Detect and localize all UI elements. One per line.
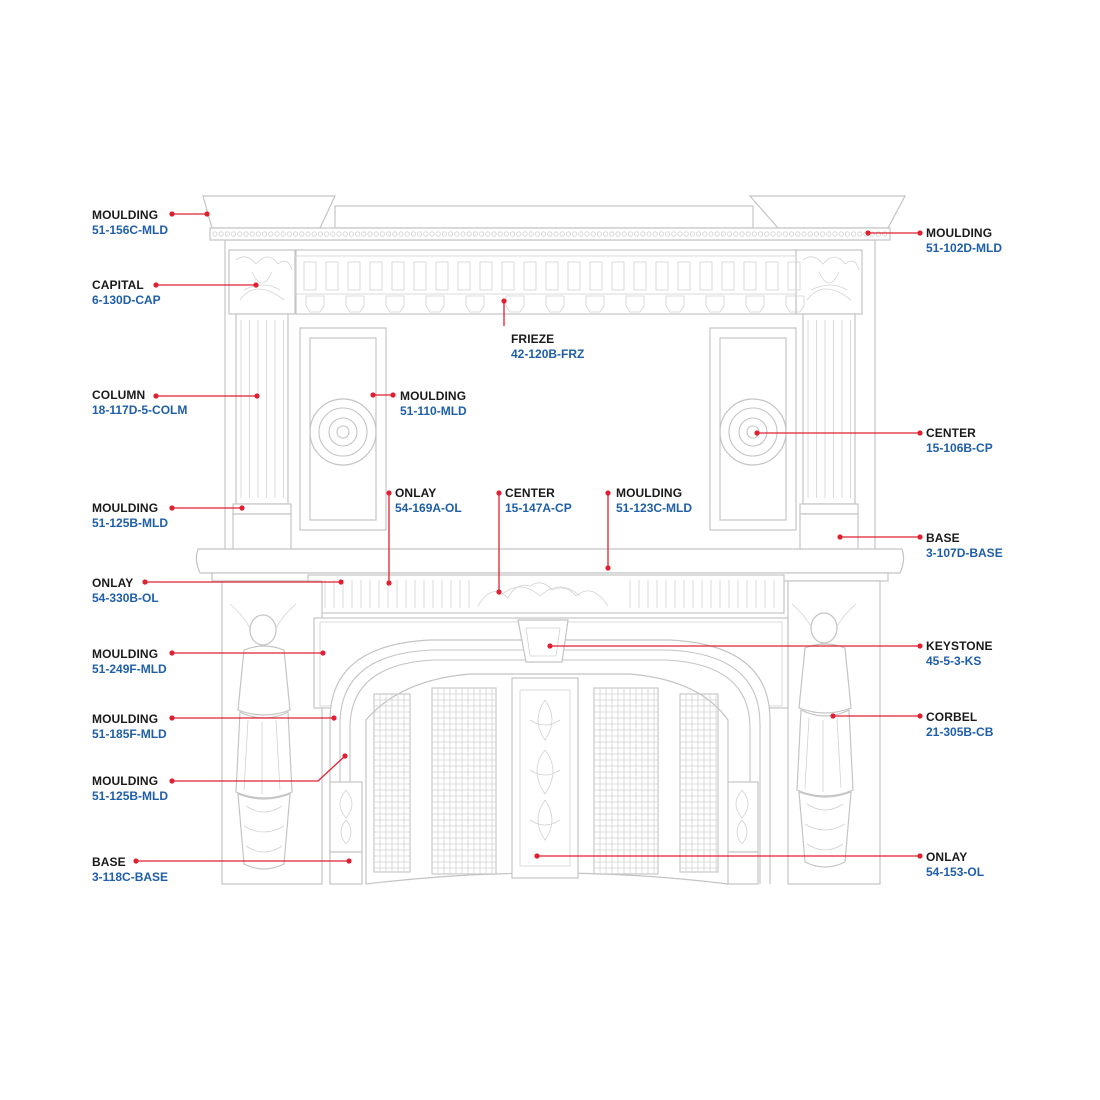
capital-right-drawing [795,249,863,315]
callout-corbel: CORBEL 21-305B-CB [926,710,993,740]
screen-center-onlay-drawing [529,699,561,841]
callout-moulding-column-band: MOULDING 51-125B-MLD [92,501,168,531]
callout-moulding-shelf: MOULDING 51-123C-MLD [616,486,692,516]
callout-center-panel: CENTER 15-106B-CP [926,426,993,456]
caryatid-left-drawing [229,603,297,870]
part-name: CORBEL [926,710,978,724]
callout-base-left: BASE 3-118C-BASE [92,855,168,885]
part-name: MOULDING [926,226,993,240]
part-code: 51-185F-MLD [92,727,167,741]
part-code: 3-118C-BASE [92,870,169,884]
callout-moulding-panel: MOULDING 51-110-MLD [400,389,467,419]
part-name: ONLAY [395,486,437,500]
part-name: KEYSTONE [926,639,993,653]
callout-moulding-arch-inner: MOULDING 51-125B-MLD [92,774,168,804]
part-code: 51-125B-MLD [92,516,169,530]
crown-bead-row [212,231,888,237]
leader-lines [133,211,923,864]
part-code: 21-305B-CB [926,725,994,739]
part-code: 51-125B-MLD [92,789,169,803]
fire-screen-grids [373,687,719,875]
part-code: 51-249F-MLD [92,662,167,676]
overmantel [202,195,906,551]
part-name: BASE [926,531,960,545]
part-name: MOULDING [92,647,159,661]
part-name: FRIEZE [511,332,555,346]
keystone-drawing [517,619,569,663]
crown-moulding-left-drawing [202,195,336,229]
part-code: 45-5-3-KS [926,654,982,668]
part-name: COLUMN [92,388,146,402]
callout-center-shelf: CENTER 15-147A-CP [505,486,572,516]
base-left-drawing [329,851,363,885]
part-name: MOULDING [616,486,683,500]
part-code: 15-147A-CP [505,501,572,515]
callout-moulding-arch-frame: MOULDING 51-249F-MLD [92,647,167,677]
part-name: ONLAY [92,576,134,590]
part-code: 51-156C-MLD [92,223,169,237]
callout-frieze: FRIEZE 42-120B-FRZ [511,332,584,362]
capital-left-drawing [228,249,296,315]
fireplace-surround [221,580,881,885]
part-code: 51-123C-MLD [616,501,693,515]
callout-keystone: KEYSTONE 45-5-3-KS [926,639,993,669]
part-name: CENTER [926,426,976,440]
part-name: CAPITAL [92,278,144,292]
column-right-drawing [802,313,856,505]
part-code: 18-117D-5-COLM [92,403,188,417]
crown-moulding-right-drawing [748,195,906,229]
part-name: MOULDING [92,208,159,222]
part-code: 3-107D-BASE [926,546,1003,560]
frieze-dentils [305,295,805,313]
part-code: 51-102D-MLD [926,241,1003,255]
frieze-flutes [303,261,801,291]
part-name: MOULDING [92,774,159,788]
part-code: 51-110-MLD [400,404,467,418]
part-code: 54-330B-OL [92,591,159,605]
part-code: 42-120B-FRZ [511,347,585,361]
part-name: BASE [92,855,126,869]
part-name: MOULDING [92,712,159,726]
callout-base-right: BASE 3-107D-BASE [926,531,1003,561]
caryatid-right-drawing [791,603,857,868]
screen-center-panel [511,677,579,879]
part-name: MOULDING [92,501,159,515]
part-name: MOULDING [400,389,467,403]
part-name: CENTER [505,486,555,500]
part-code: 6-130D-CAP [92,293,161,307]
part-code: 15-106B-CP [926,441,993,455]
callout-capital: CAPITAL 6-130D-CAP [92,278,161,308]
base-right-drawing [799,513,859,551]
callout-moulding-crown-right: MOULDING 51-102D-MLD [926,226,1002,256]
part-code: 54-153-OL [926,865,985,879]
callout-onlay-screen: ONLAY 54-153-OL [926,850,984,880]
callout-onlay-shelf: ONLAY 54-169A-OL [395,486,462,516]
part-code: 54-169A-OL [395,501,462,515]
callout-onlay-left: ONLAY 54-330B-OL [92,576,159,606]
callout-moulding-arch-outer: MOULDING 51-185F-MLD [92,712,167,742]
shelf-center-onlay-drawing [477,582,609,607]
callout-column: COLUMN 18-117D-5-COLM [92,388,187,418]
column-left-drawing [235,313,289,505]
callout-moulding-crown-left: MOULDING 51-156C-MLD [92,208,168,238]
part-name: ONLAY [926,850,968,864]
